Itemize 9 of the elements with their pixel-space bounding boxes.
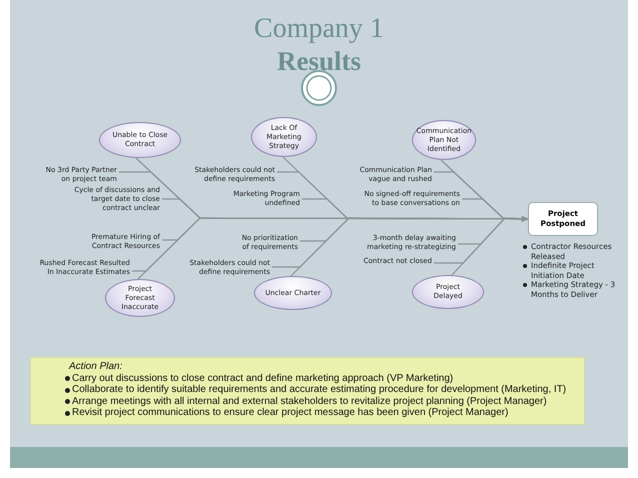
bullet-item: Carry out discussions to close contract and define marketing approach (VP Marketing)	[72, 372, 454, 384]
action-plan-panel	[30, 357, 585, 425]
bullet-item: Collaborate to identify suitable requirements and accurate estimating procedure for development (Marketing, IT)	[72, 384, 566, 396]
title: Company 1	[253, 12, 385, 46]
bullet-item: Revisit project communications to ensure clear project message has been given (Project Manager)	[72, 407, 508, 420]
action-plan-heading: Action Plan:	[68, 361, 122, 373]
bone-arrow	[272, 216, 529, 268]
bullet-item: Arrange meetings with all internal and external stakeholders to revitalize project planning (Project Manager)	[72, 396, 547, 408]
subtitle: Results	[276, 45, 362, 78]
